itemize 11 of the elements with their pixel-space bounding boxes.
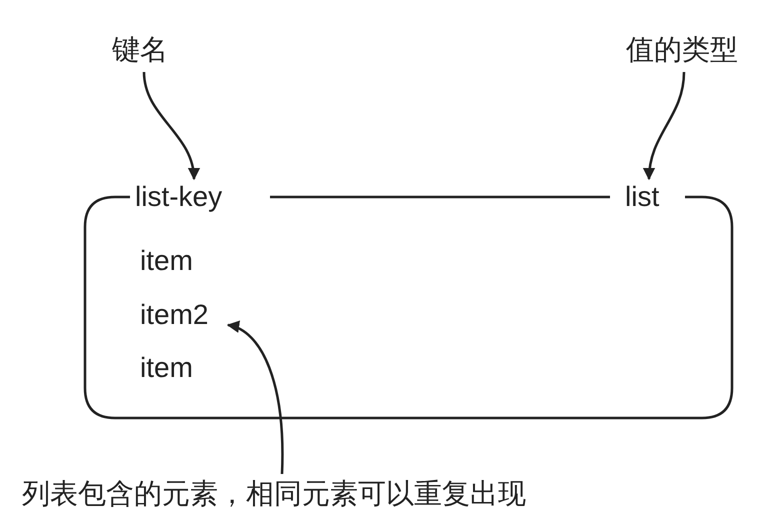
arrow [226, 322, 284, 474]
text-label: list [625, 181, 673, 213]
arrow [142, 72, 200, 180]
text-label: 键名 [112, 34, 176, 66]
text-label: 值的类型 [626, 34, 742, 66]
text-label: item [140, 352, 210, 384]
arrow [643, 72, 686, 180]
text-label: 列表包含的元素，相同元素可以重复出现 [22, 478, 662, 510]
text-label: item2 [140, 299, 222, 331]
text-label: item [140, 245, 210, 277]
text-label: list-key [135, 181, 253, 213]
